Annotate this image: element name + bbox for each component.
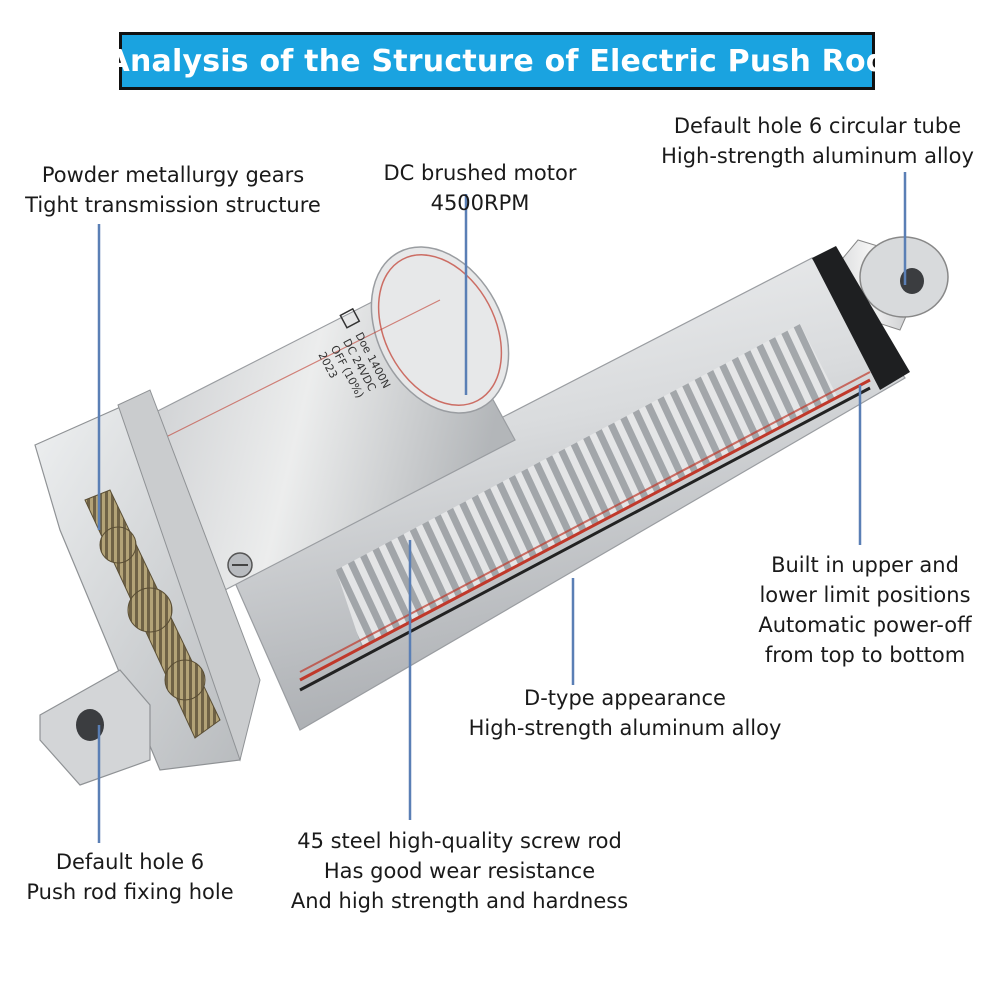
callout-fixing-hole-line-2: Push rod fixing hole (26, 880, 234, 904)
red-wire (299, 378, 871, 682)
callout-limits-line-3: Automatic power-off (758, 613, 972, 637)
screw-thread (336, 324, 838, 648)
callout-motor-line-2: 4500RPM (430, 191, 530, 215)
callout-fixing-hole: Default hole 6 Push rod fixing hole (5, 847, 255, 907)
fixing-hole (76, 709, 104, 741)
callout-screw-line-3: And high strength and hardness (290, 889, 629, 913)
callout-dtype: D-type appearance High-strength aluminum… (440, 683, 810, 743)
callout-limits-line-2: lower limit positions (759, 583, 971, 607)
callout-dtype-line-1: D-type appearance (524, 686, 726, 710)
page-title: Analysis of the Structure of Electric Pu… (106, 43, 888, 79)
rear-fixing-lug (39, 669, 151, 786)
callout-tube: Default hole 6 circular tube High-streng… (640, 111, 995, 171)
callout-gears-line-1: Powder metallurgy gears (41, 163, 305, 187)
callout-limits: Built in upper and lower limit positions… (735, 550, 995, 670)
leader-lines (97, 172, 907, 843)
callout-screw-line-2: Has good wear resistance (323, 859, 596, 883)
black-wire (299, 386, 871, 692)
title-bar: Analysis of the Structure of Electric Pu… (107, 32, 887, 90)
callout-gears: Powder metallurgy gears Tight transmissi… (8, 160, 338, 220)
callout-limits-line-4: from top to bottom (764, 643, 966, 667)
callout-screw: 45 steel high-quality screw rod Has good… (262, 826, 657, 916)
callout-motor-line-1: DC brushed motor (383, 161, 577, 185)
callout-screw-line-1: 45 steel high-quality screw rod (297, 829, 622, 853)
callout-fixing-hole-line-1: Default hole 6 (55, 850, 205, 874)
callout-dtype-line-2: High-strength aluminum alloy (468, 716, 782, 740)
dc-motor: Doe 1400N DC 24VDC OFF (10%) 2023 (139, 246, 516, 591)
aluminum-tube (224, 246, 910, 731)
rod-end-hole (900, 268, 924, 294)
callout-gears-line-2: Tight transmission structure (25, 193, 321, 217)
callout-tube-line-1: Default hole 6 circular tube (673, 114, 962, 138)
callout-tube-line-2: High-strength aluminum alloy (661, 144, 974, 168)
callout-limits-line-1: Built in upper and (771, 553, 959, 577)
gearbox-housing (34, 389, 261, 771)
callout-motor: DC brushed motor 4500RPM (355, 158, 605, 218)
